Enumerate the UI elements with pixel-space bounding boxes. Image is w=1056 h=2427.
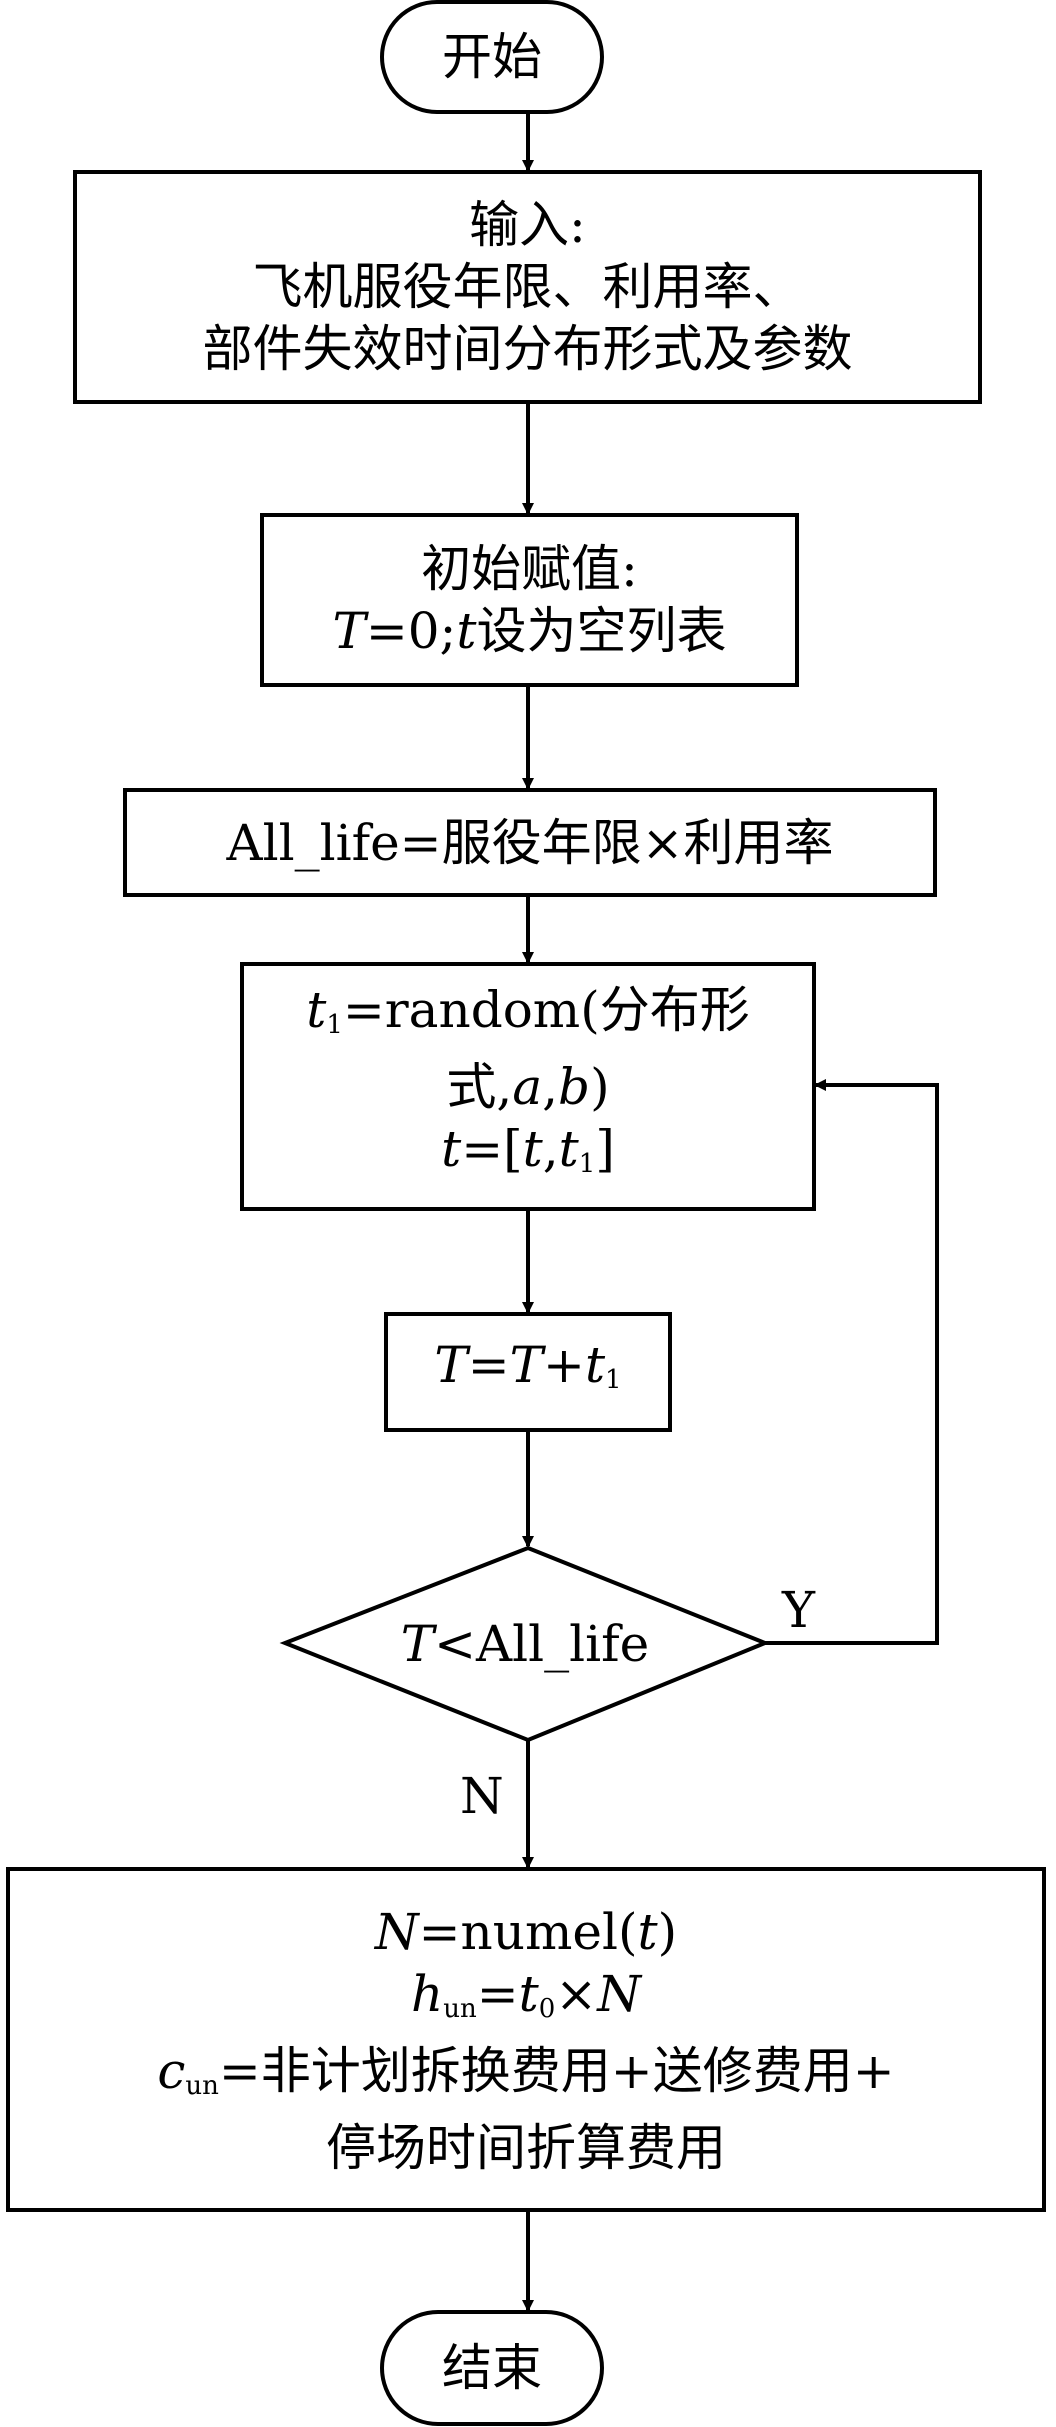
random-box: t1=random(分布形 式,a,b) t=[t,t1] (242, 964, 814, 1209)
loop-back-yes-arrow (765, 1079, 939, 1645)
sum-box: T=T+t1 (386, 1314, 670, 1430)
var-t: t (637, 1902, 658, 1961)
init-box: 初始赋值: T=0;t设为空列表 (262, 515, 797, 685)
init-eq-text: =0; (365, 602, 457, 660)
random-prefix-text: =random(分布形 (342, 980, 750, 1039)
condition-rest: <All_life (434, 1615, 650, 1673)
start-terminal-shape (380, 0, 604, 114)
result-line-downtime: 停场时间折算费用 (326, 2118, 726, 2177)
list-close: ] (595, 1119, 615, 1178)
input-title: 输入: (469, 196, 586, 254)
sum-formula: T=T+t1 (434, 1334, 621, 1411)
cost-formula-text: =非计划拆换费用+送修费用+ (218, 2041, 895, 2100)
end-terminal-shape (380, 2310, 604, 2426)
var-N: N (374, 1902, 419, 1961)
end-terminal: 结束 (382, 2312, 602, 2424)
subscript-un: un (443, 1993, 477, 2024)
var-t: t (456, 602, 477, 660)
start-label: 开始 (442, 28, 542, 86)
init-rest-text: 设为空列表 (476, 602, 727, 660)
sum-plus: + (543, 1335, 585, 1394)
list-sep: , (542, 1119, 559, 1178)
edge-label-no: N (460, 1767, 504, 1825)
numel-close: ) (657, 1902, 678, 1961)
all-life-box: All_life=服役年限×利用率 (125, 790, 935, 895)
random-line2-text: 式, (446, 1057, 513, 1116)
start-terminal: 开始 (382, 2, 602, 112)
var-T: T (332, 602, 366, 660)
h-eq: = (476, 1964, 519, 2023)
var-t: t (518, 1964, 539, 2023)
var-t: t (558, 1119, 579, 1178)
input-line-distribution: 部件失效时间分布形式及参数 (202, 320, 853, 378)
subscript-1: 1 (605, 1364, 622, 1395)
numel-text: =numel( (418, 1902, 638, 1961)
var-h: h (411, 1964, 444, 2023)
subscript-0: 0 (538, 1993, 556, 2024)
var-N: N (597, 1964, 641, 2023)
var-t: t (522, 1119, 543, 1178)
list-eq: =[ (461, 1119, 523, 1178)
init-assignment: T=0;t设为空列表 (332, 600, 726, 662)
random-close: ) (590, 1057, 610, 1116)
result-box: N=numel(t) hun=t0×N cun=非计划拆换费用+送修费用+ 停场… (8, 1869, 1044, 2210)
input-box: 输入: 飞机服役年限、利用率、 部件失效时间分布形式及参数 (75, 172, 980, 402)
init-title: 初始赋值: (421, 540, 638, 598)
result-line-cost: cun=非计划拆换费用+送修费用+ (157, 2040, 894, 2117)
random-sep: , (542, 1057, 559, 1116)
random-line-3: t=[t,t1] (441, 1118, 615, 1195)
var-t: t (584, 1335, 606, 1394)
subscript-1: 1 (578, 1148, 596, 1179)
result-line-numel: N=numel(t) (375, 1901, 677, 1963)
edge-label-yes: Y (782, 1581, 816, 1639)
end-label: 结束 (442, 2339, 542, 2397)
result-line-hours: hun=t0×N (411, 1963, 641, 2040)
subscript-1: 1 (326, 1009, 343, 1040)
var-b: b (558, 1057, 591, 1116)
random-line-1: t1=random(分布形 (306, 979, 749, 1056)
var-t: t (306, 980, 327, 1039)
var-T: T (400, 1615, 435, 1673)
sum-eq: = (467, 1335, 510, 1394)
var-a: a (512, 1057, 543, 1116)
condition-diamond: T<All_life (285, 1548, 765, 1740)
random-line-2: 式,a,b) (446, 1056, 609, 1118)
var-T: T (434, 1335, 468, 1394)
var-c: c (157, 2041, 186, 2100)
input-line-service-life: 飞机服役年限、利用率、 (252, 258, 803, 316)
var-t: t (441, 1119, 462, 1178)
subscript-un: un (185, 2070, 219, 2101)
all-life-formula: All_life=服役年限×利用率 (226, 813, 834, 872)
var-T: T (509, 1335, 544, 1394)
times-sign: × (555, 1964, 598, 2023)
condition-text: T<All_life (401, 1613, 649, 1675)
